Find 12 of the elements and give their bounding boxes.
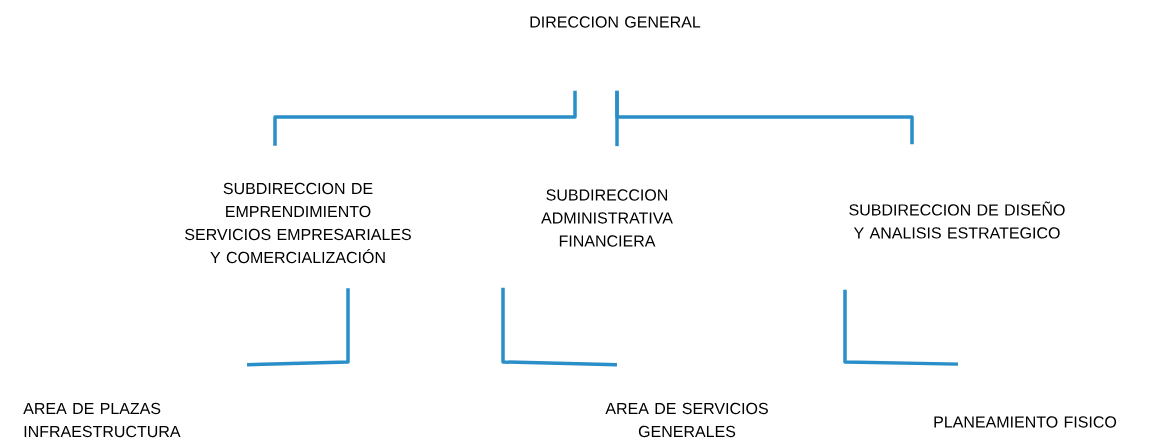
connector-line [273,90,577,146]
org-label: AREA DE PLAZAS INFRAESTRUCTURA [23,402,181,438]
org-label: SUBDIRECCION ADMINISTRATIVA FINANCIERA [541,189,673,247]
connector-line [615,90,914,145]
connector-line [843,289,959,366]
connector-line [501,287,618,367]
org-label: AREA DE SERVICIOS GENERALES [605,402,768,438]
org-label: DIRECCION GENERAL [530,16,701,28]
org-label: SUBDIRECCION DE EMPRENDIMIENTO SERVICIOS EMPRESARIALES Y COMERCIALIZACIÓN [185,182,411,264]
connector-line [246,288,350,367]
org-label: SUBDIRECCION DE DISEÑO Y ANALISIS ESTRATEGICO [849,201,1065,239]
org-label: PLANEAMIENTO FISICO [934,416,1117,428]
